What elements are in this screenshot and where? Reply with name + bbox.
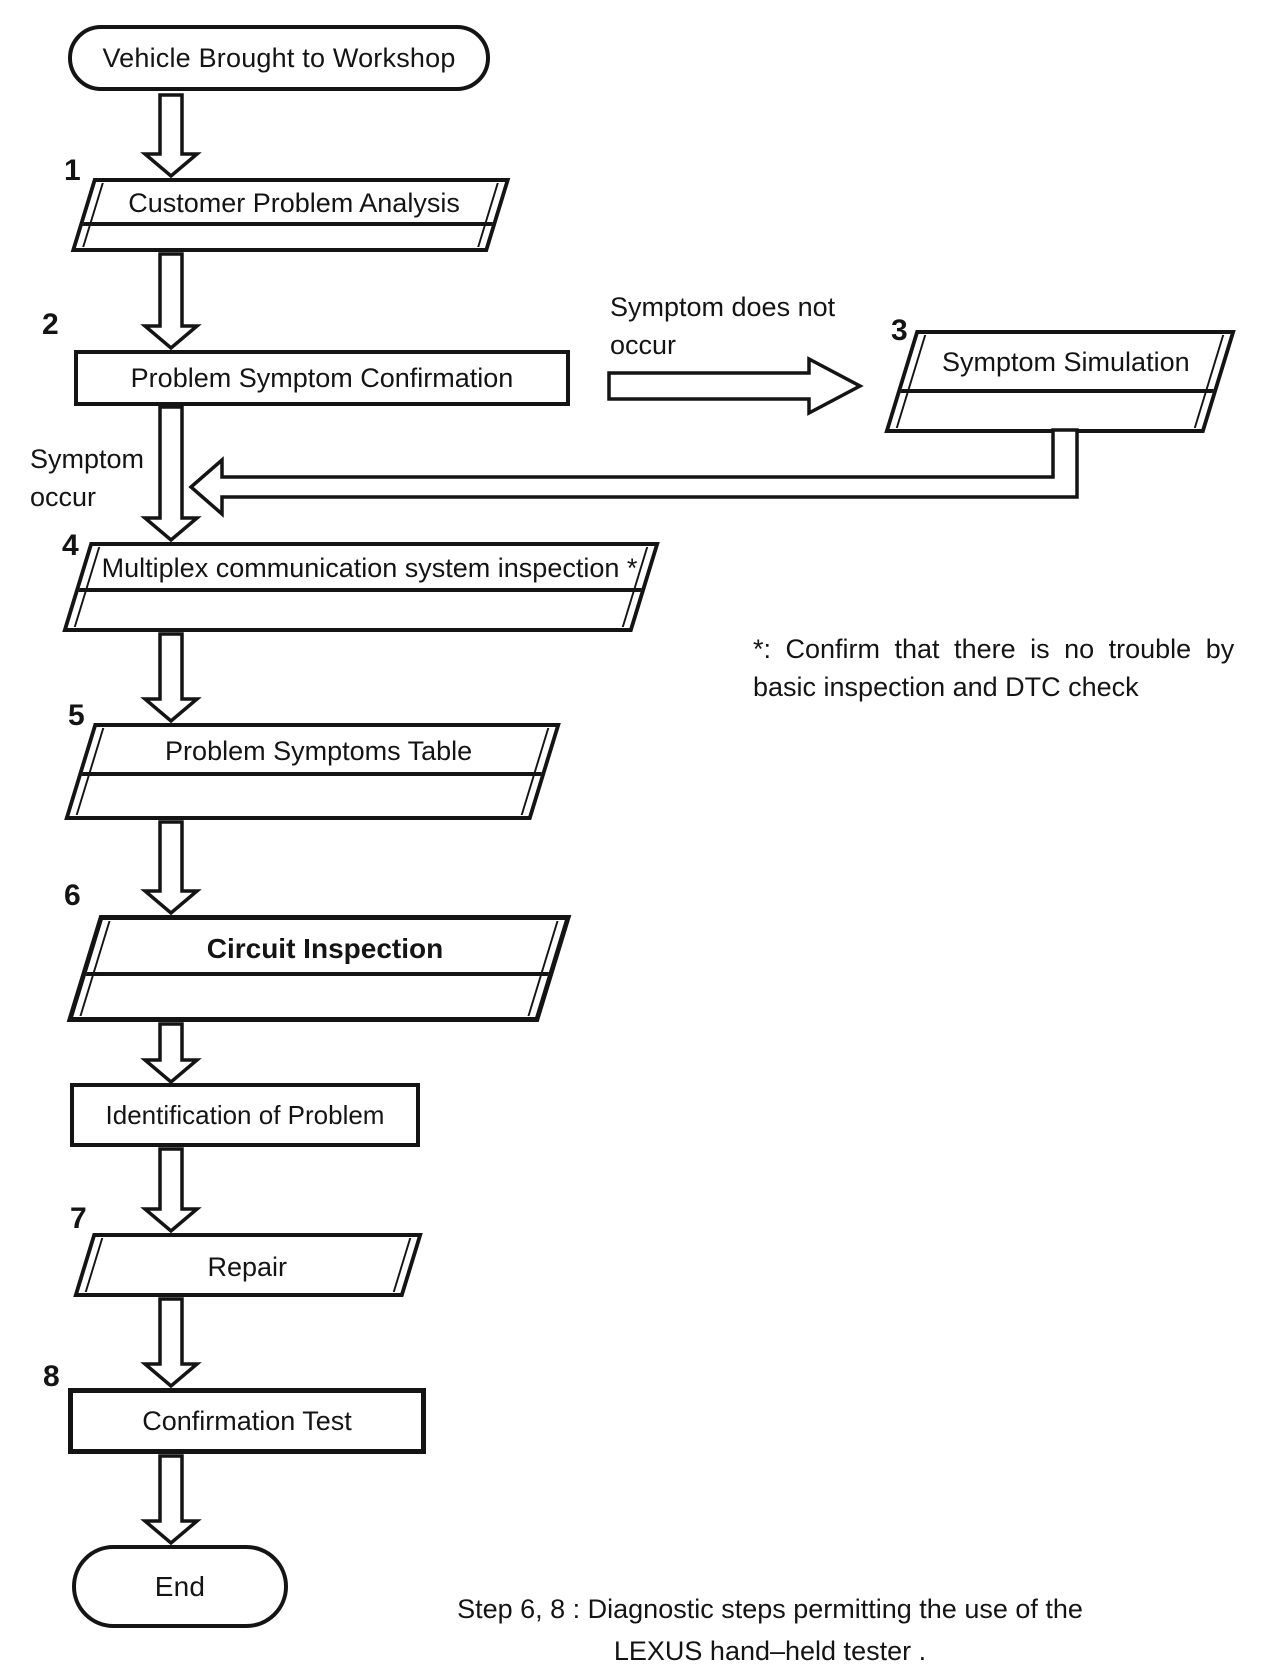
step-2-label: Problem Symptom Confirmation xyxy=(130,362,514,393)
step-number-7: 7 xyxy=(70,1202,87,1235)
step-number-5: 5 xyxy=(68,699,85,732)
edge-label-symptom-does-not-occur: Symptom does not occur xyxy=(610,292,836,360)
step-8-rectangle: Confirmation Test xyxy=(68,1388,426,1454)
band-divider xyxy=(81,772,542,776)
flow-arrow-down-icon xyxy=(140,1147,202,1234)
step-7-label: Repair xyxy=(207,1252,288,1282)
step-number-4: 4 xyxy=(62,529,79,562)
step-number-1: 1 xyxy=(64,154,81,187)
step-1-label: Customer Problem Analysis xyxy=(128,188,460,218)
caption-line-1: Step 6, 8 : Diagnostic steps permitting … xyxy=(457,1594,1083,1624)
step-number-6: 6 xyxy=(64,879,81,912)
flow-arrow-down-icon xyxy=(140,632,202,724)
terminator-start: Vehicle Brought to Workshop xyxy=(68,25,490,91)
step-number-2: 2 xyxy=(42,308,59,341)
flow-arrow-down-icon xyxy=(140,252,202,351)
step-3-label: Symptom Simulation xyxy=(942,347,1190,377)
terminator-start-label: Vehicle Brought to Workshop xyxy=(102,42,456,73)
terminator-end-label: End xyxy=(154,1570,206,1602)
caption: Step 6, 8 : Diagnostic steps permitting … xyxy=(420,1588,1120,1672)
return-arrow-left-icon xyxy=(188,428,1079,518)
step-6-label: Circuit Inspection xyxy=(206,933,444,964)
edge-label-symptom-occur: Symptom occur xyxy=(30,444,145,512)
terminator-end: End xyxy=(72,1545,288,1628)
band-divider xyxy=(85,972,549,976)
step-7-parallelogram: Repair xyxy=(73,1233,423,1297)
flow-arrow-down-icon xyxy=(140,1297,202,1389)
flow-arrow-down-icon xyxy=(140,1022,202,1085)
identification-label: Identification of Problem xyxy=(105,1099,385,1130)
step-5-label: Problem Symptoms Table xyxy=(165,736,473,766)
step-number-8: 8 xyxy=(43,1360,60,1393)
flow-arrow-right-icon xyxy=(607,356,864,416)
step-3-parallelogram: Symptom Simulation xyxy=(884,330,1236,433)
step-number-3: 3 xyxy=(891,314,908,347)
step-6-parallelogram: Circuit Inspection xyxy=(66,915,572,1022)
step-2-rectangle: Problem Symptom Confirmation xyxy=(74,350,570,406)
flow-arrow-down-icon xyxy=(140,405,202,543)
step-1-parallelogram: Customer Problem Analysis xyxy=(70,178,511,252)
band-divider xyxy=(78,588,642,592)
band-divider xyxy=(900,389,1214,393)
step-4-parallelogram: Multiplex communication system inspectio… xyxy=(62,542,660,632)
flow-arrow-down-icon xyxy=(140,1454,202,1546)
band-divider xyxy=(82,222,493,226)
step-8-label: Confirmation Test xyxy=(142,1405,352,1436)
caption-line-2: LEXUS hand–held tester . xyxy=(613,1636,927,1666)
flow-arrow-down-icon xyxy=(140,93,202,179)
note-text: *: Confirm that there is no trouble by b… xyxy=(753,634,1235,702)
step-5-parallelogram: Problem Symptoms Table xyxy=(64,723,561,820)
identification-of-problem-box: Identification of Problem xyxy=(70,1083,420,1147)
flow-arrow-down-icon xyxy=(140,820,202,916)
step-4-label: Multiplex communication system inspectio… xyxy=(101,553,638,583)
